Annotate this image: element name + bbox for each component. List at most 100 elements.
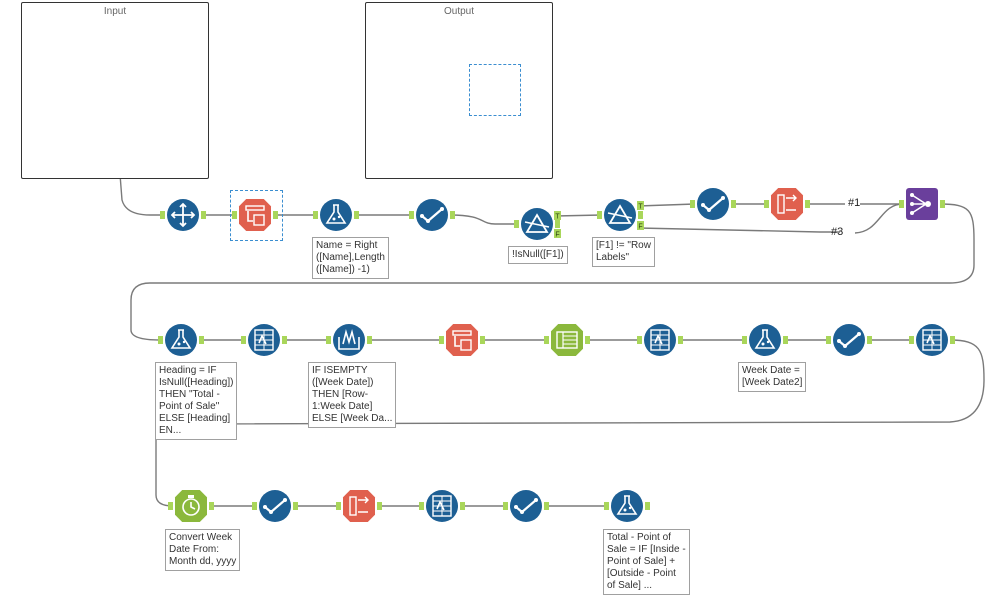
tool-body[interactable] xyxy=(771,188,803,220)
select-1-tool[interactable] xyxy=(160,199,206,231)
flask-icon xyxy=(616,495,638,515)
output-anchor[interactable] xyxy=(480,336,485,344)
formula-3-tool[interactable] xyxy=(742,324,788,356)
connection-wire[interactable] xyxy=(155,339,985,507)
dynamic-rename-1-tool[interactable] xyxy=(232,199,278,231)
input-anchor[interactable] xyxy=(764,200,769,208)
tool-body[interactable] xyxy=(320,199,352,231)
output-anchor[interactable] xyxy=(544,502,549,510)
output-anchor[interactable] xyxy=(209,502,214,510)
output-anchor[interactable] xyxy=(555,220,560,228)
input-anchor[interactable] xyxy=(826,336,831,344)
input-anchor[interactable] xyxy=(241,336,246,344)
select-6-tool[interactable] xyxy=(503,490,549,522)
input-anchor[interactable] xyxy=(439,336,444,344)
select-2-tool[interactable] xyxy=(409,199,455,231)
output-anchor[interactable] xyxy=(293,502,298,510)
input-anchor[interactable] xyxy=(419,502,424,510)
input-anchor[interactable] xyxy=(168,502,173,510)
multi-row-formula-1-tool[interactable] xyxy=(326,324,372,356)
dynamic-rename-2-tool[interactable] xyxy=(439,324,485,356)
output-anchor[interactable] xyxy=(805,200,810,208)
connection-wire[interactable] xyxy=(637,227,840,233)
input-anchor[interactable] xyxy=(742,336,747,344)
input-anchor[interactable] xyxy=(160,211,165,219)
output-anchor[interactable] xyxy=(354,211,359,219)
checkmark-icon xyxy=(701,196,725,212)
input-anchor[interactable] xyxy=(409,211,414,219)
multi-row-4-tool[interactable] xyxy=(419,490,465,522)
output-anchor[interactable] xyxy=(273,211,278,219)
input-anchor[interactable] xyxy=(909,336,914,344)
flask-icon xyxy=(325,204,347,224)
output-anchor[interactable] xyxy=(638,211,643,219)
tool-body[interactable] xyxy=(749,324,781,356)
datetime-1-tool[interactable] xyxy=(168,490,214,522)
output-anchor[interactable] xyxy=(450,211,455,219)
output-anchor[interactable] xyxy=(950,336,955,344)
container-output[interactable]: Output xyxy=(365,2,553,179)
output-anchor[interactable] xyxy=(678,336,683,344)
output-anchor[interactable] xyxy=(940,200,945,208)
select-5-tool[interactable] xyxy=(252,490,298,522)
tool-body[interactable] xyxy=(833,324,865,356)
output-anchor[interactable] xyxy=(199,336,204,344)
connection-wire[interactable] xyxy=(554,214,603,217)
tool-body[interactable] xyxy=(416,199,448,231)
input-anchor[interactable] xyxy=(503,502,508,510)
tool-body[interactable] xyxy=(343,490,375,522)
annotation-formula-1: Name = Right ([Name],Length ([Name]) -1) xyxy=(312,237,389,279)
tool-body[interactable] xyxy=(165,324,197,356)
output-anchor[interactable] xyxy=(783,336,788,344)
input-anchor[interactable] xyxy=(252,502,257,510)
multi-row-icon xyxy=(650,329,670,351)
tool-body[interactable] xyxy=(697,188,729,220)
filter-2-tool[interactable] xyxy=(597,199,643,231)
input-anchor[interactable] xyxy=(514,220,519,228)
input-anchor[interactable] xyxy=(232,211,237,219)
formula-1-tool[interactable] xyxy=(313,199,359,231)
output-anchor[interactable] xyxy=(282,336,287,344)
multi-row-3-tool[interactable] xyxy=(909,324,955,356)
input-anchor[interactable] xyxy=(597,211,602,219)
output-anchor[interactable] xyxy=(645,502,650,510)
input-anchor[interactable] xyxy=(158,336,163,344)
output-anchor[interactable] xyxy=(731,200,736,208)
connection-wire[interactable] xyxy=(130,203,975,341)
filter-1-tool[interactable] xyxy=(514,208,560,240)
input-anchor[interactable] xyxy=(690,200,695,208)
tool-body[interactable] xyxy=(259,490,291,522)
multi-row-2-tool[interactable] xyxy=(637,324,683,356)
crosstab-2-tool[interactable] xyxy=(336,490,382,522)
input-anchor[interactable] xyxy=(604,502,609,510)
connection-wire[interactable] xyxy=(854,203,904,234)
select-4-tool[interactable] xyxy=(826,324,872,356)
input-anchor[interactable] xyxy=(313,211,318,219)
input-anchor[interactable] xyxy=(544,336,549,344)
input-anchor[interactable] xyxy=(336,502,341,510)
output-anchor[interactable] xyxy=(460,502,465,510)
output-anchor[interactable] xyxy=(367,336,372,344)
record-id-1-tool[interactable] xyxy=(544,324,590,356)
container-input[interactable]: Input xyxy=(21,2,209,179)
input-anchor[interactable] xyxy=(326,336,331,344)
output-anchor[interactable] xyxy=(377,502,382,510)
output-anchor[interactable] xyxy=(585,336,590,344)
input-anchor[interactable] xyxy=(637,336,642,344)
annotation-datetime: Convert Week Date From: Month dd, yyyy xyxy=(165,529,241,571)
annotation-formula-4: Total - Point of Sale = IF [Inside - Poi… xyxy=(603,529,690,595)
connection-wire[interactable] xyxy=(637,203,696,207)
connection-wire[interactable] xyxy=(449,214,519,225)
input-anchor[interactable] xyxy=(899,200,904,208)
union-input-label: #1 xyxy=(848,197,861,209)
tool-body[interactable] xyxy=(611,490,643,522)
output-anchor[interactable] xyxy=(867,336,872,344)
select-3-tool[interactable] xyxy=(690,188,736,220)
union-1-tool[interactable] xyxy=(899,188,945,220)
output-anchor[interactable] xyxy=(201,211,206,219)
crosstab-1-tool[interactable] xyxy=(764,188,810,220)
multi-row-1-tool[interactable] xyxy=(241,324,287,356)
formula-4-tool[interactable] xyxy=(604,490,650,522)
tool-body[interactable] xyxy=(510,490,542,522)
formula-2-tool[interactable] xyxy=(158,324,204,356)
